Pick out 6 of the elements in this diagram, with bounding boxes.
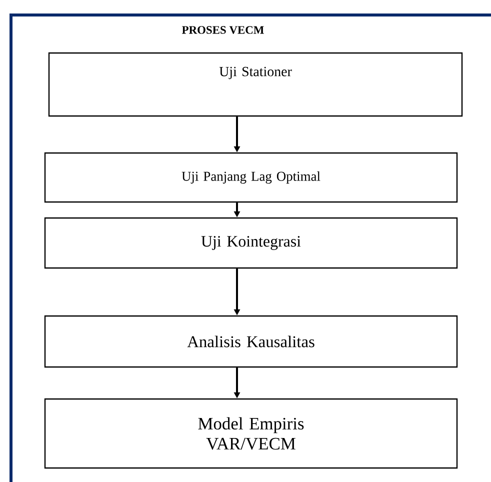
title: PROSES VECM xyxy=(182,26,264,34)
process-box: Analisis Kausalitas xyxy=(44,315,458,368)
process-box: Uji Panjang Lag Optimal xyxy=(44,152,458,203)
process-box: Uji Kointegrasi xyxy=(44,217,458,269)
process-box: Model Empiris VAR/VECM xyxy=(44,398,458,469)
process-box: Uji Stationer xyxy=(48,52,463,117)
